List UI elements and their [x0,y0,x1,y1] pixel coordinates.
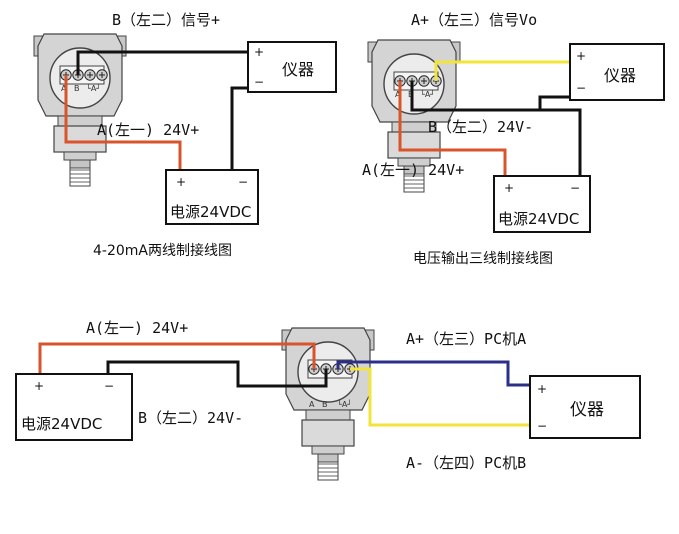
instrument-box-2 [569,43,665,101]
caption-two-wire: 4-20mA两线制接线图 [93,242,232,259]
wire-signal-yellow [434,60,570,81]
wire-pcb-yellow [350,367,530,427]
instrument-minus: − [254,75,264,89]
terminal-label-la: └A┘ [337,399,352,409]
terminal-label-b: B [322,400,328,409]
wire-return-black [230,86,248,172]
diagram-three-wire: A B └A┘ + − 仪器 + − 电源24VDC A+（左三）信号Vo B（… [362,11,665,267]
power-box-2 [493,175,591,233]
diagram-rs485: A B └A┘ + − 电源24VDC + − 仪器 A(左一) 24V+ B（… [15,319,641,481]
power-box-1 [165,169,259,225]
power-minus: − [570,181,580,195]
power-box-3 [15,373,133,441]
power-label: 电源24VDC [170,203,251,221]
instrument-plus: + [537,382,547,396]
label-signal: B（左二）信号+ [112,11,220,29]
terminal-label-a: A [61,84,67,93]
instrument-box-3 [529,375,641,439]
instrument-plus: + [254,45,264,59]
wire-power-red [64,75,182,172]
wire-power-red [398,81,507,178]
label-pc-a: A+（左三）PC机A [406,330,526,348]
wire-signal-black [76,50,248,75]
label-pc-b: A-（左四）PC机B [406,454,526,472]
wire-minus-black [106,360,328,388]
instrument-label: 仪器 [282,60,314,79]
instrument-label: 仪器 [604,66,636,85]
wire-power-red [38,342,316,376]
instrument-label: 仪器 [570,400,604,420]
instrument-plus: + [576,49,586,63]
label-minus: B（左二）24V- [428,118,533,136]
power-minus: − [104,379,114,393]
power-plus: + [34,379,44,393]
label-power: A(左一) 24V+ [86,319,188,337]
terminal-label-a: A [395,90,401,99]
caption-three-wire: 电压输出三线制接线图 [413,250,553,267]
power-label: 电源24VDC [21,415,102,433]
wire-return-black [540,108,582,178]
label-power: A(左一) 24V+ [362,161,464,179]
instrument-minus: − [537,419,547,433]
power-minus: − [238,175,248,189]
diagram-two-wire: A B └A┘ + − 仪器 + − 电源24VDC B（左二）信号+ A(左一… [33,11,337,259]
instrument-minus: − [576,81,586,95]
wire-pca-blue [336,360,530,387]
label-power: A(左一) 24V+ [97,121,199,139]
terminal-label-b: B [74,84,80,93]
power-plus: + [176,175,186,189]
sensor-3 [281,327,375,481]
instrument-box-1 [247,41,337,93]
sensor-1 [33,33,127,187]
terminal-label-a: A [309,400,315,409]
terminal-label-la: └A┘ [420,89,435,99]
power-plus: + [504,181,514,195]
label-minus: B（左二）24V- [138,409,243,427]
power-label: 电源24VDC [498,210,579,228]
label-signal: A+（左三）信号Vo [411,11,537,29]
terminal-label-la: └A┘ [86,83,101,93]
